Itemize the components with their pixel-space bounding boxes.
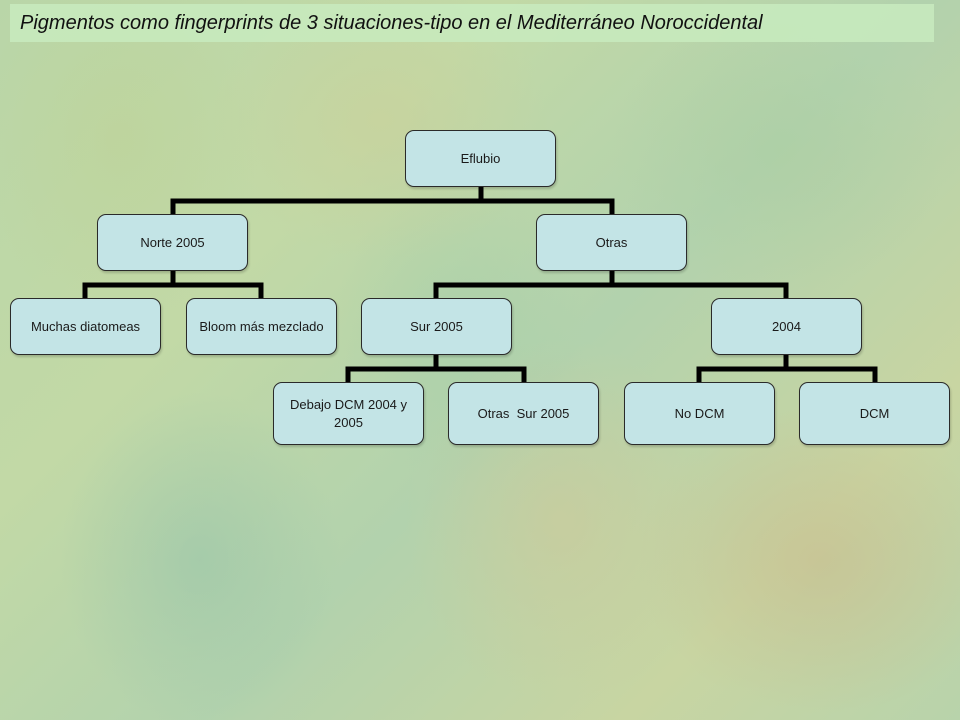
node-debajo-dcm: Debajo DCM 2004 y 2005 [273,382,424,445]
node-muchas-diatomeas: Muchas diatomeas [10,298,161,355]
node-norte-2005: Norte 2005 [97,214,248,271]
connector-2004-children [696,355,878,383]
connector-norte-children [82,270,264,299]
node-sur-2005: Sur 2005 [361,298,512,355]
title-bar: Pigmentos como fingerprints de 3 situaci… [10,4,934,42]
node-otras-sur-2005: Otras Sur 2005 [448,382,599,445]
node-eflubio: Eflubio [405,130,556,187]
node-no-dcm: No DCM [624,382,775,445]
node-2004: 2004 [711,298,862,355]
connector-otras-children [433,270,789,299]
connector-sur-children [345,355,527,383]
node-dcm: DCM [799,382,950,445]
connector-root-children [170,186,615,215]
page-title: Pigmentos como fingerprints de 3 situaci… [20,12,763,34]
node-otras: Otras [536,214,687,271]
node-bloom-mas-mezclado: Bloom más mezclado [186,298,337,355]
